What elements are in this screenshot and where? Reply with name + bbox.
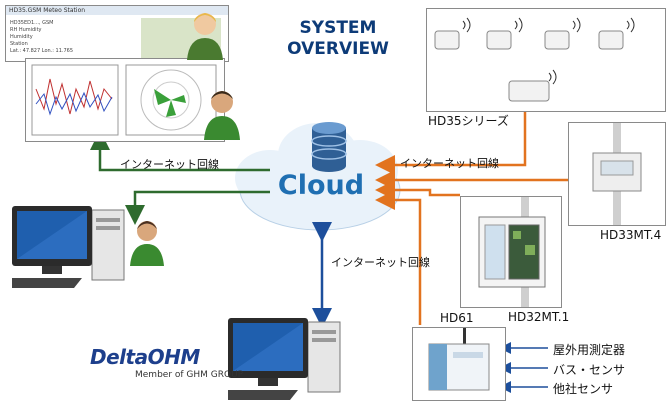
field-1: RH Humidity <box>10 27 42 33</box>
sensor-bus-label: バス・センサ <box>553 363 626 377</box>
user-avatar-icon <box>204 91 240 140</box>
hd61-device-icon <box>428 328 490 391</box>
hd61-panel <box>412 327 506 401</box>
field-3: Station <box>10 41 28 47</box>
window-title: HD35.GSM Meteo Station <box>6 6 228 15</box>
hd35-label: HD35シリーズ <box>428 114 509 128</box>
app-screenshot-charts <box>25 58 225 142</box>
field-4: Lat.: 47.827 Lon.: 11.765 <box>10 48 74 54</box>
desktop-computer-icon <box>12 206 125 288</box>
field-2: Humidity <box>10 34 33 40</box>
hd32-label: HD32MT.1 <box>508 310 570 324</box>
cloud-label: Cloud <box>277 170 365 201</box>
internet-label: インターネット回線 <box>120 158 219 171</box>
title-line-1: SYSTEM <box>299 18 377 38</box>
internet-label: インターネット回線 <box>400 157 499 170</box>
delta-ohm-logo: DeltaOHM <box>90 345 200 369</box>
internet-label: インターネット回線 <box>331 256 430 269</box>
user-avatar-icon <box>187 13 223 60</box>
station-fields: HD35ED1..., GSM RH Humidity Humidity Sta… <box>10 20 73 55</box>
field-0: HD35ED1..., GSM <box>10 20 54 26</box>
sensor-outdoor-label: 屋外用測定器 <box>553 343 626 357</box>
hd35-panel <box>426 8 666 112</box>
title-line-2: OVERVIEW <box>287 39 389 59</box>
hd33-label: HD33MT.4 <box>600 228 662 242</box>
user-avatar-icon <box>130 221 164 266</box>
sensor-thirdparty-label: 他社センサ <box>553 382 614 396</box>
hd32-panel <box>460 196 562 308</box>
hd33-panel <box>568 122 666 226</box>
database-icon <box>311 122 347 172</box>
hd32-device-icon <box>478 197 546 307</box>
hd61-label: HD61 <box>440 311 474 325</box>
desktop-computer-icon <box>228 318 341 400</box>
hd33-device-icon <box>592 123 642 225</box>
diagram-title: SYSTEM OVERVIEW <box>268 18 408 60</box>
ghm-group-tagline: Member of GHM GROUP <box>135 370 244 380</box>
chart-thumbnails <box>31 64 217 136</box>
wireless-sensors-icon <box>434 17 635 102</box>
